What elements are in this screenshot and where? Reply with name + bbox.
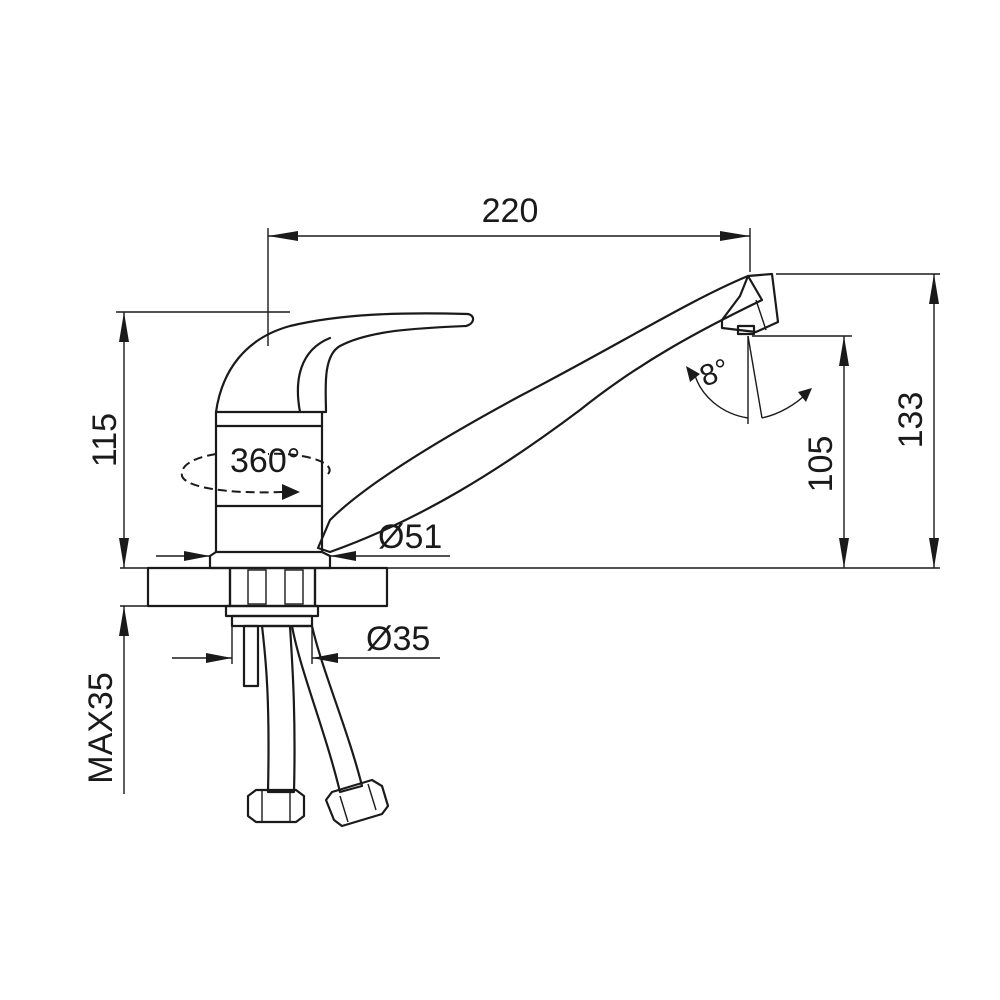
body-height-label: 115 bbox=[86, 413, 124, 467]
shank-diameter-label: Ø35 bbox=[366, 620, 430, 658]
spout-angle-indicator: 8° bbox=[686, 335, 812, 424]
base-diameter-label: Ø51 bbox=[378, 518, 442, 556]
dimension-115: 115 bbox=[86, 311, 290, 568]
rotation-indicator: 360° bbox=[180, 442, 331, 500]
dimension-220: 220 bbox=[267, 192, 751, 346]
spout-height-label: 105 bbox=[802, 436, 840, 493]
faucet-body bbox=[208, 410, 332, 570]
dimension-105: 105 bbox=[752, 335, 852, 568]
overall-height-label: 133 bbox=[892, 392, 930, 449]
hose-nut-right bbox=[324, 778, 390, 828]
dimension-diameter-35: Ø35 bbox=[172, 616, 440, 664]
counter-thickness-label: MAX35 bbox=[82, 672, 120, 784]
dimension-max35: MAX35 bbox=[82, 606, 129, 794]
hose-nut-left bbox=[246, 788, 306, 824]
rotation-label: 360° bbox=[230, 442, 300, 480]
reach-label: 220 bbox=[482, 192, 539, 230]
angle-label: 8° bbox=[695, 353, 733, 394]
flex-hoses bbox=[246, 624, 390, 828]
dimension-diameter-51: Ø51 bbox=[156, 518, 450, 561]
spout bbox=[316, 272, 780, 554]
countertop-section bbox=[120, 566, 389, 608]
dimension-133: 133 bbox=[776, 273, 940, 568]
lever-handle bbox=[214, 312, 475, 414]
